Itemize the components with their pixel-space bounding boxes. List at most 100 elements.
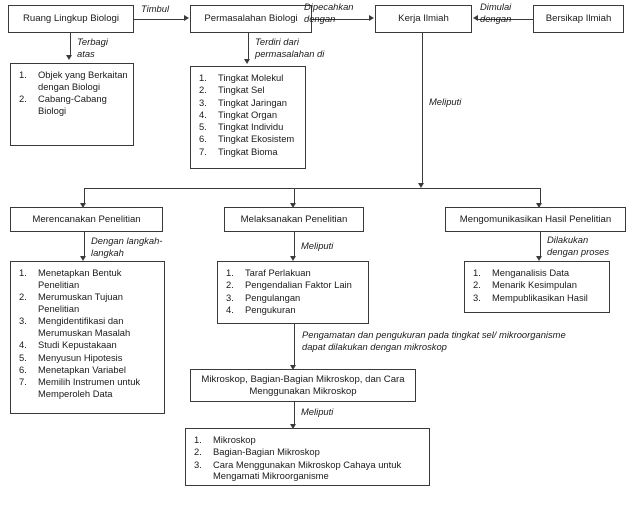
list-item-label: Tingkat Organ bbox=[218, 108, 278, 120]
list-box-langkah-merencanakan[interactable]: 1.Menetapkan Bentuk Penelitian 2. Merumus… bbox=[10, 261, 165, 414]
edge-kerja-to-distribution bbox=[422, 33, 423, 183]
list-item-label: Tingkat Molekul bbox=[218, 72, 284, 83]
list-number: 1. bbox=[19, 69, 27, 80]
list-number: 1. bbox=[199, 72, 207, 83]
edge-label-pengamatan-note: Pengamatan dan pengukuran pada tingkat s… bbox=[302, 329, 566, 353]
arrow-ruang-to-permasalahan bbox=[184, 15, 189, 22]
list-number: 4. bbox=[226, 303, 234, 315]
edge-ruang-to-lingkup-list bbox=[70, 33, 71, 55]
edge-mikroskop-to-isi-mikroskop bbox=[294, 402, 295, 424]
edge-melaksanakan-to-isi bbox=[294, 232, 295, 256]
list-item: 7. Memilih Instrumen untuk Memperoleh Dat… bbox=[17, 376, 160, 400]
list-number: 1. bbox=[473, 267, 481, 278]
list-item: 3.Mengidentifikasi dan Merumuskan Masala… bbox=[17, 315, 160, 339]
node-melaksanakan-penelitian[interactable]: Melaksanakan Penelitian bbox=[224, 207, 364, 232]
list-item-label: Memilih Instrumen untuk Memperoleh Data bbox=[38, 376, 141, 399]
edge-label-dimulai-dengan: Dimulai dengan bbox=[480, 1, 512, 25]
list-item-label: Mikroskop bbox=[213, 434, 256, 445]
arrow-to-merencanakan bbox=[80, 203, 87, 208]
list-box-isi-mikroskop[interactable]: 1. Mikroskop 2.Bagian-Bagian Mikroskop 3.… bbox=[185, 428, 430, 486]
list-item: 5. Tingkat Individu bbox=[197, 121, 301, 133]
list-box-tingkat-permasalahan[interactable]: 1. Tingkat Molekul 2. Tingkat Sel 3. Tingka… bbox=[190, 66, 306, 169]
list-item-label: Tingkat Individu bbox=[218, 121, 284, 133]
edge-isi-melaksanakan-to-mikroskop bbox=[294, 324, 295, 365]
list-number: 1. bbox=[226, 267, 234, 278]
node-mikroskop-bagian-cara[interactable]: Mikroskop, Bagian-Bagian Mikroskop, dan … bbox=[190, 369, 416, 402]
list-item-label: Cara Menggunakan Mikroskop Cahaya untuk … bbox=[213, 458, 402, 482]
list-item: 4. Pengukuran bbox=[224, 304, 364, 316]
list-item-label: Pengukuran bbox=[245, 303, 296, 315]
branch-left-down bbox=[84, 188, 85, 203]
list-number: 2. bbox=[194, 446, 202, 458]
isi-melaksanakan-list: 1.Taraf Perlakuan 2.Pengendalian Faktor … bbox=[224, 267, 364, 316]
list-item-label: Merumuskan Tujuan Penelitian bbox=[38, 291, 123, 314]
node-mengomunikasikan-hasil[interactable]: Mengomunikasikan Hasil Penelitian bbox=[445, 207, 626, 232]
list-item: 1. Tingkat Molekul bbox=[197, 72, 301, 84]
list-item: 2.Pengendalian Faktor Lain bbox=[224, 279, 364, 291]
node-merencanakan-penelitian[interactable]: Merencanakan Penelitian bbox=[10, 207, 163, 232]
edge-ruang-to-permasalahan bbox=[134, 19, 184, 20]
list-number: 3. bbox=[19, 315, 27, 327]
list-item-label: Menetapkan Variabel bbox=[38, 363, 126, 375]
node-bersikap-ilmiah[interactable]: Bersikap Ilmiah bbox=[533, 5, 624, 33]
edge-permasalahan-to-kerja bbox=[312, 19, 369, 20]
list-item: 3.Mempublikasikan Hasil bbox=[471, 292, 605, 304]
node-permasalahan-biologi[interactable]: Permasalahan Biologi bbox=[190, 5, 312, 33]
list-item: 4.Studi Kepustakaan bbox=[17, 339, 160, 351]
edge-bersikap-to-kerja bbox=[478, 19, 533, 20]
arrow-merencanakan-to-langkah bbox=[80, 256, 87, 261]
edge-merencanakan-to-langkah bbox=[84, 232, 85, 256]
tingkat-permasalahan-list: 1. Tingkat Molekul 2. Tingkat Sel 3. Tingka… bbox=[197, 72, 301, 158]
list-item: 1.Taraf Perlakuan bbox=[224, 267, 364, 279]
list-item-label: Pengulangan bbox=[245, 291, 301, 303]
arrow-mengomunikasikan-to-isi bbox=[536, 256, 543, 261]
list-item-label: Menetapkan Bentuk Penelitian bbox=[38, 267, 122, 290]
list-box-lingkup-biologi[interactable]: 1.Objek yang Berkaitan dengan Biologi 2.… bbox=[10, 63, 134, 146]
list-item-label: Tingkat Ekosistem bbox=[218, 133, 295, 145]
list-number: 5. bbox=[199, 121, 207, 133]
langkah-merencanakan-list: 1.Menetapkan Bentuk Penelitian 2. Merumus… bbox=[17, 267, 160, 400]
list-number: 3. bbox=[194, 458, 202, 470]
edge-label-dilakukan-dengan-proses: Dilakukan dengan proses bbox=[547, 234, 610, 258]
edge-label-meliputi-mikroskop: Meliputi bbox=[301, 406, 334, 417]
list-item: 6.Tingkat Ekosistem bbox=[197, 133, 301, 145]
list-number: 3. bbox=[226, 291, 234, 303]
isi-mikroskop-list: 1. Mikroskop 2.Bagian-Bagian Mikroskop 3.… bbox=[192, 434, 425, 482]
list-item: 2.Menarik Kesimpulan bbox=[471, 279, 605, 291]
list-item-label: Pengendalian Faktor Lain bbox=[245, 279, 352, 291]
list-number: 5. bbox=[19, 351, 27, 363]
arrow-to-melaksanakan bbox=[290, 203, 297, 208]
list-item: 2. Tingkat Sel bbox=[197, 84, 301, 96]
list-item: 1.Objek yang Berkaitan dengan Biologi bbox=[17, 69, 129, 93]
node-label: Mengomunikasikan Hasil Penelitian bbox=[459, 213, 612, 225]
list-item: 1.Menganalisis Data bbox=[471, 267, 605, 279]
list-item: 1. Mikroskop bbox=[192, 434, 425, 446]
edge-mengomunikasikan-to-isi bbox=[540, 232, 541, 256]
list-item: 3. Tingkat Jaringan bbox=[197, 97, 301, 109]
list-number: 3. bbox=[199, 96, 207, 108]
list-item: 2.Bagian-Bagian Mikroskop bbox=[192, 446, 425, 458]
list-box-isi-mengomunikasikan[interactable]: 1.Menganalisis Data 2.Menarik Kesimpulan… bbox=[464, 261, 610, 313]
list-number: 2. bbox=[19, 291, 27, 303]
edge-label-dengan-langkah: Dengan langkah- langkah bbox=[91, 235, 163, 259]
list-item-label: Tingkat Sel bbox=[218, 84, 265, 96]
edge-label-terdiri-dari: Terdiri dari permasalahan di bbox=[255, 36, 325, 60]
list-item-label: Mempublikasikan Hasil bbox=[492, 291, 588, 303]
list-number: 4. bbox=[19, 339, 27, 351]
list-number: 2. bbox=[199, 84, 207, 96]
node-label: Mikroskop, Bagian-Bagian Mikroskop, dan … bbox=[201, 373, 405, 397]
list-number: 1. bbox=[194, 434, 202, 445]
arrow-mikroskop-to-isi-mikroskop bbox=[290, 424, 297, 429]
list-item: 3. Pengulangan bbox=[224, 292, 364, 304]
list-item-label: Tingkat Jaringan bbox=[218, 96, 287, 108]
lingkup-biologi-list: 1.Objek yang Berkaitan dengan Biologi 2.… bbox=[17, 69, 129, 117]
list-item: 2. Merumuskan Tujuan Penelitian bbox=[17, 291, 160, 315]
list-number: 7. bbox=[19, 376, 27, 388]
list-item: 1.Menetapkan Bentuk Penelitian bbox=[17, 267, 160, 291]
branch-right-down bbox=[540, 188, 541, 203]
edge-permasalahan-to-tingkat-list bbox=[248, 33, 249, 59]
node-kerja-ilmiah[interactable]: Kerja Ilmiah bbox=[375, 5, 472, 33]
list-item: 6.Menetapkan Variabel bbox=[17, 364, 160, 376]
list-box-isi-melaksanakan[interactable]: 1.Taraf Perlakuan 2.Pengendalian Faktor … bbox=[217, 261, 369, 324]
node-ruang-lingkup-biologi[interactable]: Ruang Lingkup Biologi bbox=[8, 5, 134, 33]
